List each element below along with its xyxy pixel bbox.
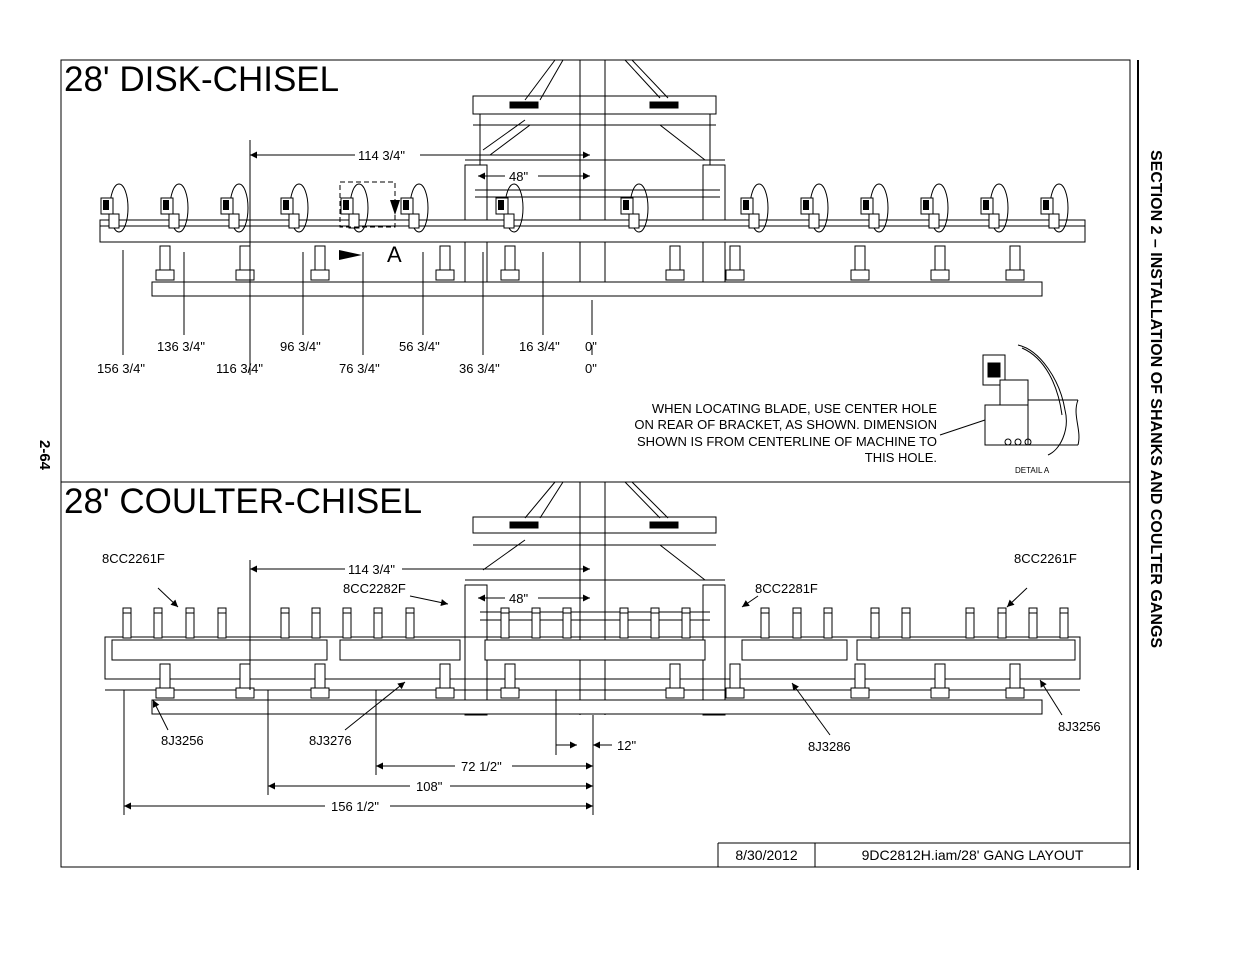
disk-chisel-view xyxy=(99,59,1086,297)
part-8j3256-right: 8J3256 xyxy=(1058,719,1101,734)
disk-dim-48: 48" xyxy=(509,169,528,184)
disk-dimension-lines xyxy=(122,140,593,375)
part-8cc2282f: 8CC2282F xyxy=(343,581,406,596)
coulter-dim-12: 12" xyxy=(617,738,636,753)
disk-pos-16: 16 3/4" xyxy=(519,339,560,354)
coulter-chisel-view xyxy=(104,481,1081,716)
disk-shanks xyxy=(155,245,1025,281)
disk-pos-136: 136 3/4" xyxy=(157,339,205,354)
disk-pos-76: 76 3/4" xyxy=(339,361,380,376)
part-8j3276: 8J3276 xyxy=(309,733,352,748)
title-block-file: 9DC2812H.iam/28' GANG LAYOUT xyxy=(861,847,1084,863)
section-title: SECTION 2 – INSTALLATION OF SHANKS AND C… xyxy=(1147,150,1164,649)
part-8cc2261f-left: 8CC2261F xyxy=(102,551,165,566)
coulter-dim-48: 48" xyxy=(509,591,528,606)
coulter-shanks xyxy=(155,663,1025,699)
disk-pos-0-lower: 0" xyxy=(585,361,597,376)
disk-pos-36: 36 3/4" xyxy=(459,361,500,376)
part-8cc2281f: 8CC2281F xyxy=(755,581,818,596)
part-8j3286: 8J3286 xyxy=(808,739,851,754)
coulter-dimension-lines xyxy=(123,560,1063,815)
disk-pos-96: 96 3/4" xyxy=(280,339,321,354)
coulter-dim-72: 72 1/2" xyxy=(461,759,502,774)
disk-pos-156: 156 3/4" xyxy=(97,361,145,376)
part-8cc2261f-right: 8CC2261F xyxy=(1014,551,1077,566)
detail-a-drawing xyxy=(939,344,1080,456)
disk-pos-56: 56 3/4" xyxy=(399,339,440,354)
disk-chisel-title: 28' DISK-CHISEL xyxy=(64,60,339,99)
detail-a-marker: A xyxy=(387,242,402,267)
page-number: 2-64 xyxy=(36,440,53,471)
drawing-border xyxy=(60,59,1131,868)
part-8j3256-left: 8J3256 xyxy=(161,733,204,748)
blade-location-note: WHEN LOCATING BLADE, USE CENTER HOLE ON … xyxy=(634,401,937,466)
coulter-dim-108: 108" xyxy=(416,779,443,794)
coulter-chisel-title: 28' COULTER-CHISEL xyxy=(64,482,422,521)
coulter-dim-156: 156 1/2" xyxy=(331,799,379,814)
title-block-date: 8/30/2012 xyxy=(735,847,798,863)
disk-pos-116: 116 3/4" xyxy=(216,361,263,376)
detail-a-callout xyxy=(339,181,396,228)
coulter-dim-114: 114 3/4" xyxy=(348,562,395,577)
disk-pos-0-upper: 0" xyxy=(585,339,597,354)
disk-dim-114: 114 3/4" xyxy=(358,148,405,163)
detail-a-label: DETAIL A xyxy=(1015,466,1050,475)
